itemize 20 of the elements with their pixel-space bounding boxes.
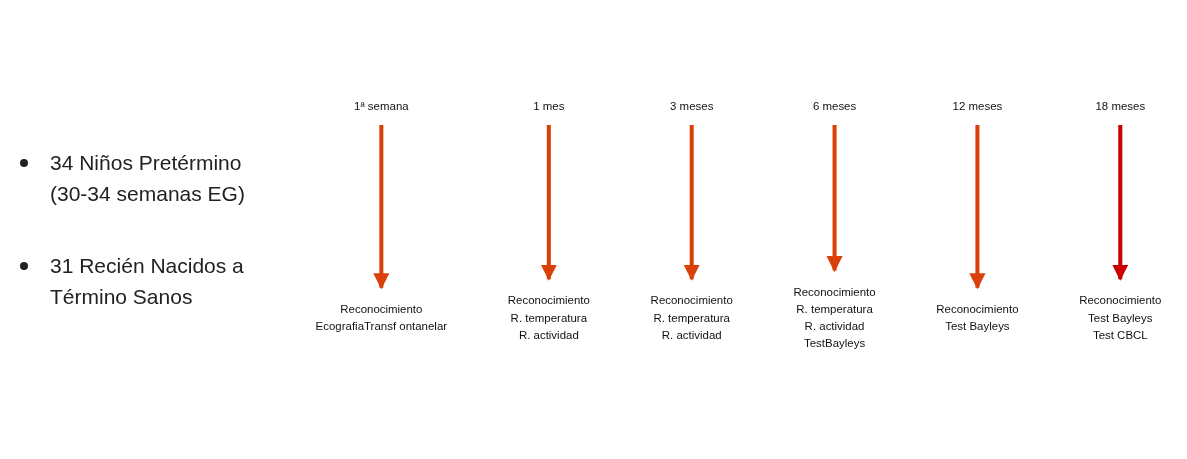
node-text: 1 mes <box>533 99 565 113</box>
node-text: 3 meses <box>670 99 714 113</box>
node-text: 1ª semana <box>354 99 409 113</box>
arrow <box>1112 124 1129 281</box>
node-text: 6 meses <box>812 99 857 113</box>
participant-group-text: 31 Recién Nacidos a Término Sanos <box>50 252 245 310</box>
participant-group-text: 34 Niños Pretérmino (30-34 semanas EG) <box>50 149 246 207</box>
node-text: 18 meses <box>1095 99 1146 113</box>
node-text: Reconocimiento Test Bayleys Test CBCL <box>1079 294 1162 342</box>
arrow <box>373 124 390 290</box>
arrow <box>826 124 843 273</box>
node-text: Reconocimiento EcografiaTransf ontanelar <box>315 302 448 333</box>
node-text: Reconocimiento R. temperatura R. actividad <box>507 294 590 342</box>
node-text: 12 meses <box>952 99 1003 113</box>
arrow <box>683 124 700 281</box>
arrow <box>969 124 986 290</box>
node-text: Reconocimiento R. temperatura R. actividad <box>650 294 733 342</box>
node-text: Reconocimiento R. temperatura R. actividad TestBayleys <box>793 285 876 350</box>
node-text: Reconocimiento Test Bayleys <box>936 302 1019 333</box>
arrow <box>540 124 557 281</box>
